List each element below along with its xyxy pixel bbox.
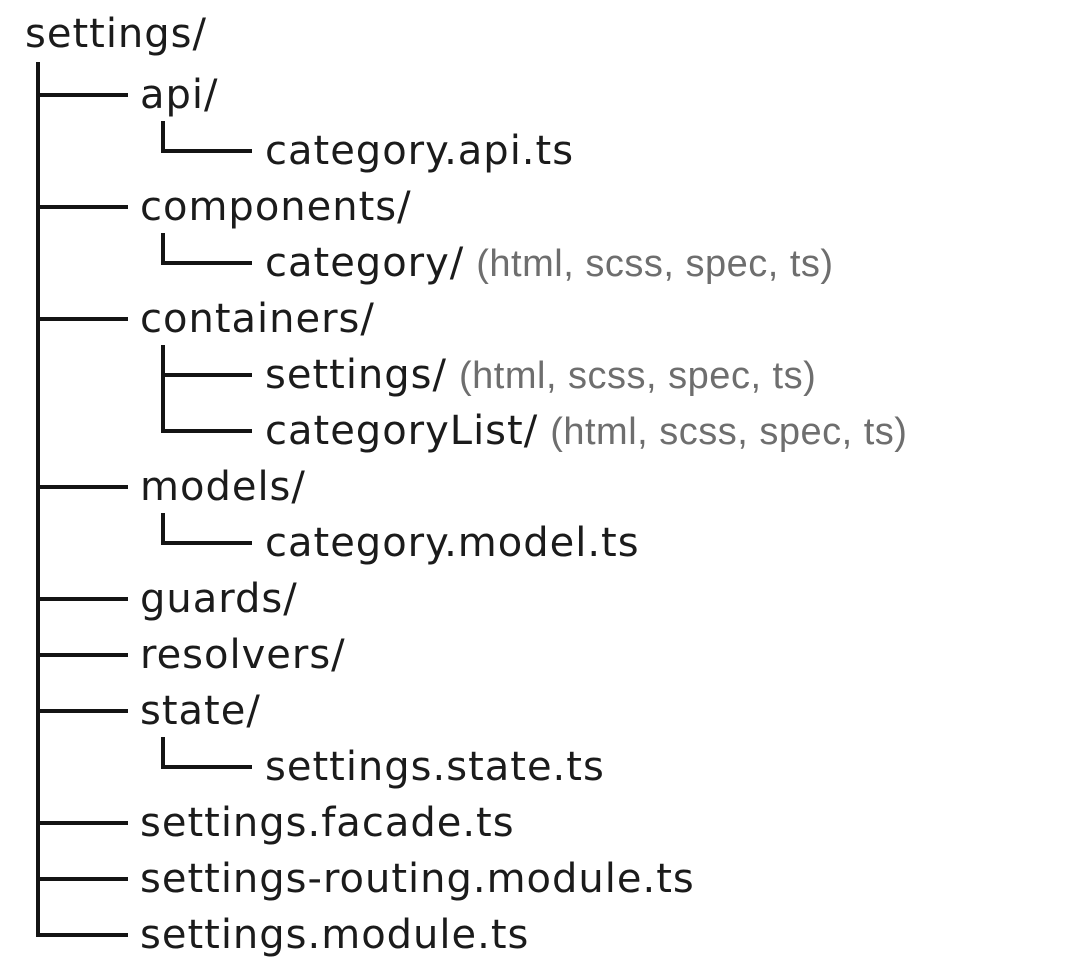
- tree-connector-line: [161, 233, 165, 265]
- tree-connector-line: [36, 62, 40, 937]
- tree-connector-line: [161, 765, 252, 769]
- tree-file-label: settings.state.ts: [265, 739, 605, 795]
- node-name: category/: [265, 240, 465, 286]
- tree-connector-line: [36, 317, 128, 321]
- tree-connector-line: [161, 121, 165, 153]
- tree-connector-line: [161, 541, 252, 545]
- tree-folder-label: state/: [140, 683, 261, 739]
- node-name: settings.facade.ts: [140, 800, 515, 846]
- tree-folder-label: guards/: [140, 571, 298, 627]
- tree-connector-line: [161, 429, 252, 433]
- tree-connector-line: [36, 821, 128, 825]
- tree-connector-line: [36, 93, 128, 97]
- tree-connector-line: [36, 933, 128, 937]
- tree-file-label: category.api.ts: [265, 123, 574, 179]
- node-name: settings.state.ts: [265, 744, 605, 790]
- tree-folder-label: containers/: [140, 291, 375, 347]
- tree-folder-label: settings/ (html, scss, spec, ts): [265, 347, 816, 403]
- tree-connector-line: [36, 205, 128, 209]
- node-name: settings-routing.module.ts: [140, 856, 695, 902]
- tree-file-label: settings.facade.ts: [140, 795, 515, 851]
- tree-connector-line: [161, 373, 252, 377]
- node-annotation: (html, scss, spec, ts): [550, 411, 908, 453]
- tree-connector-line: [36, 653, 128, 657]
- tree-connector-line: [161, 345, 165, 433]
- node-annotation: (html, scss, spec, ts): [459, 355, 817, 397]
- tree-root-label: settings/: [25, 11, 207, 57]
- tree-folder-label: components/: [140, 179, 412, 235]
- tree-connector-line: [36, 597, 128, 601]
- tree-folder-label: category/ (html, scss, spec, ts): [265, 235, 834, 291]
- node-name: components/: [140, 184, 412, 230]
- tree-connector-line: [36, 877, 128, 881]
- node-name: state/: [140, 688, 261, 734]
- tree-folder-label: resolvers/: [140, 627, 346, 683]
- tree-connector-line: [36, 709, 128, 713]
- node-name: settings/: [265, 352, 447, 398]
- tree-connector-line: [161, 737, 165, 769]
- tree-file-label: category.model.ts: [265, 515, 640, 571]
- node-name: category.model.ts: [265, 520, 640, 566]
- tree-folder-label: models/: [140, 459, 306, 515]
- tree-folder-label: categoryList/ (html, scss, spec, ts): [265, 403, 907, 459]
- node-name: api/: [140, 72, 219, 118]
- node-name: categoryList/: [265, 408, 539, 454]
- tree-connector-line: [161, 513, 165, 545]
- node-name: guards/: [140, 576, 298, 622]
- tree-folder-label: api/: [140, 67, 219, 123]
- tree-connector-line: [161, 261, 252, 265]
- node-name: containers/: [140, 296, 375, 342]
- tree-file-label: settings-routing.module.ts: [140, 851, 695, 907]
- node-annotation: (html, scss, spec, ts): [476, 243, 834, 285]
- tree-connector-line: [161, 149, 252, 153]
- tree-file-label: settings.module.ts: [140, 907, 529, 963]
- tree-connector-line: [36, 485, 128, 489]
- node-name: models/: [140, 464, 306, 510]
- node-name: resolvers/: [140, 632, 346, 678]
- node-name: category.api.ts: [265, 128, 575, 174]
- node-name: settings.module.ts: [140, 912, 530, 958]
